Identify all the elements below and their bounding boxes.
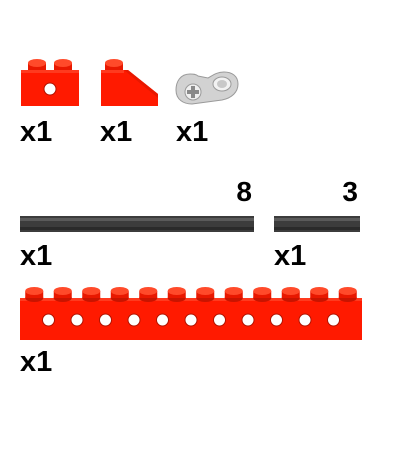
technic-brick-1x2-icon (20, 58, 80, 108)
brick-hole (156, 313, 169, 327)
stud (110, 287, 129, 302)
stud (25, 287, 44, 302)
stud (310, 287, 329, 302)
brick-hole (184, 313, 198, 327)
quantity-label-2: x1 (100, 116, 133, 148)
brick-hole (298, 313, 312, 327)
slope-brick-icon (100, 58, 160, 108)
axle-8-icon (20, 214, 254, 234)
axle-3-icon (274, 214, 360, 234)
stud (224, 287, 243, 302)
brick-top-edge (20, 298, 362, 301)
technic-brick-1x12-icon (20, 286, 362, 342)
stud (53, 287, 72, 302)
axle-hole (184, 83, 202, 101)
brick-hole (241, 313, 255, 327)
quantity-label-6: x1 (20, 346, 53, 378)
quantity-label-3: x1 (176, 116, 209, 148)
brick-hole (213, 313, 226, 327)
stud (167, 287, 186, 302)
quantity-label-5: x1 (274, 240, 307, 272)
brick-hole (99, 313, 112, 327)
quantity-label-4: x1 (20, 240, 53, 272)
stud (82, 287, 101, 302)
axle-length-label-3: 3 (342, 176, 358, 207)
stud (196, 287, 215, 302)
stud (139, 287, 158, 302)
axle-pin-connector-icon (175, 70, 240, 106)
brick-hole (327, 313, 340, 327)
stud (338, 287, 357, 302)
brick-hole (270, 313, 283, 327)
axle-length-label-8: 8 (236, 176, 252, 207)
brick-hole (70, 313, 84, 327)
brick-hole (127, 313, 141, 327)
stud (253, 287, 272, 302)
quantity-label-1: x1 (20, 116, 53, 148)
pin-hole (212, 76, 232, 92)
brick-hole (42, 313, 55, 327)
stud (281, 287, 300, 302)
